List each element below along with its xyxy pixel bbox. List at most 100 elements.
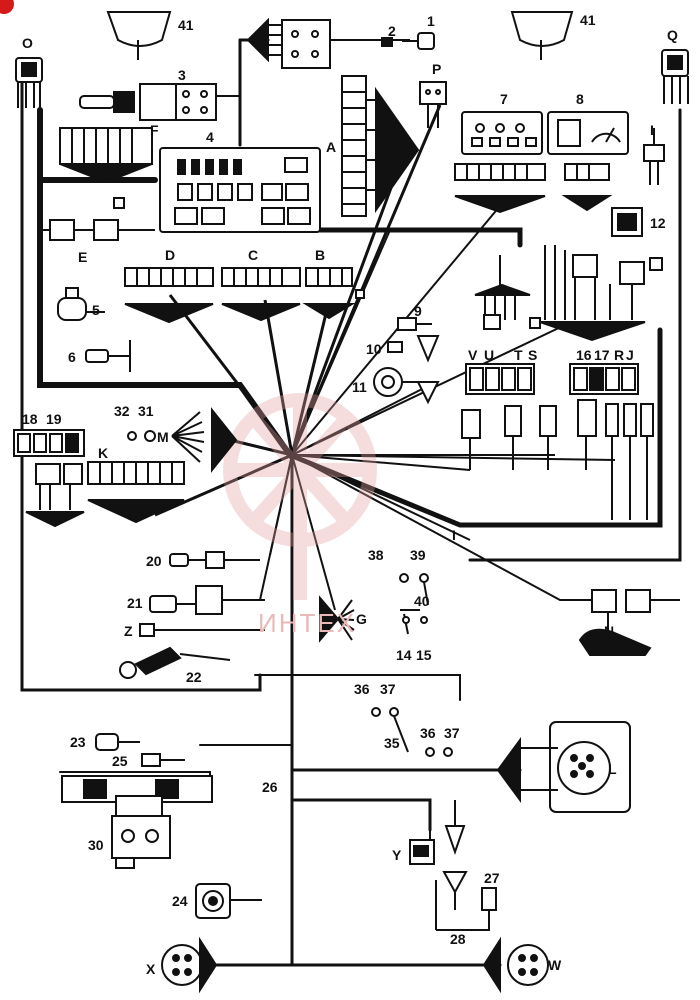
label-G: G: [356, 611, 367, 627]
ground-32-31: [127, 430, 156, 442]
label-37-lower: 37: [444, 725, 460, 741]
label-4: 4: [206, 129, 214, 145]
connector-M: [171, 407, 238, 473]
connector-B: [302, 267, 365, 320]
connector-G: [319, 595, 355, 643]
component-27-28: [435, 871, 497, 931]
connector-7-pins: [454, 163, 546, 214]
label-36-lower: 36: [420, 725, 436, 741]
component-23: [95, 733, 140, 751]
label-25: 25: [112, 753, 128, 769]
hub-wires: [154, 104, 616, 611]
label-2: 2: [388, 23, 396, 39]
connector-X: [161, 936, 218, 994]
connector-E: [40, 197, 155, 241]
switch-block-18-19: [13, 429, 85, 528]
upper-thick-bus: [317, 227, 523, 248]
label-10: 10: [366, 341, 382, 357]
label-40: 40: [414, 593, 430, 609]
connector-L: [496, 721, 631, 813]
gauge-8: [547, 111, 629, 155]
component-22: [119, 646, 231, 679]
label-1: 1: [427, 13, 435, 29]
connector-C: [221, 267, 301, 322]
label-11: 11: [352, 379, 367, 395]
label-S: S: [528, 347, 537, 363]
plug-2: [381, 37, 393, 47]
label-I-top: I: [650, 122, 654, 138]
label-26: 26: [262, 779, 278, 795]
label-36-upper: 36: [354, 681, 370, 697]
label-L: L: [608, 761, 617, 777]
label-T: T: [514, 347, 523, 363]
label-20: 20: [146, 553, 162, 569]
label-Y: Y: [392, 847, 402, 863]
component-I-top: [643, 128, 665, 185]
label-22: 22: [186, 669, 202, 685]
corner-badge: [0, 0, 14, 14]
watermark-text: ИНТЕХ: [258, 608, 357, 638]
switch-block-RJ: [569, 363, 639, 395]
pump-30: [61, 775, 213, 869]
label-7: 7: [500, 91, 508, 107]
component-21: [149, 585, 265, 615]
connector-N: [578, 589, 680, 656]
label-X: X: [146, 961, 156, 977]
dome-lamp-right: [510, 11, 574, 60]
label-16: 16: [576, 347, 592, 363]
ground-36-37-lower: [425, 747, 453, 757]
label-23: 23: [70, 734, 86, 750]
label-A: A: [326, 139, 336, 155]
label-19: 19: [46, 411, 62, 427]
connector-K: [87, 461, 185, 524]
label-M: M: [157, 429, 169, 445]
connector-W: [482, 936, 549, 994]
connector-Y: [409, 800, 466, 865]
label-27: 27: [484, 870, 500, 886]
label-U: U: [484, 347, 494, 363]
label-15: 15: [416, 647, 432, 663]
label-9: 9: [414, 303, 422, 319]
label-41-right: 41: [580, 12, 596, 28]
label-30: 30: [88, 837, 104, 853]
component-20: [169, 551, 260, 569]
label-28: 28: [450, 931, 466, 947]
label-C: C: [248, 247, 258, 263]
label-8: 8: [576, 91, 584, 107]
switch-12: [611, 207, 643, 237]
watermark-emblem: [223, 393, 377, 600]
label-38: 38: [368, 547, 384, 563]
label-17: 17: [594, 347, 610, 363]
label-5: 5: [92, 302, 100, 318]
label-6: 6: [68, 349, 76, 365]
label-V: V: [468, 347, 478, 363]
right-trunk: [468, 108, 682, 562]
connector-center-small: [474, 255, 541, 330]
connector-A: [341, 75, 420, 217]
label-14: 14: [396, 647, 412, 663]
component-10: [387, 335, 440, 363]
label-D: D: [165, 247, 175, 263]
component-24: [195, 883, 262, 919]
relay-board-4: [159, 147, 321, 233]
horn-11: [373, 367, 440, 405]
ground-36-37-upper: [371, 707, 409, 753]
label-I-mid: I: [452, 527, 456, 543]
component-Z: [139, 623, 265, 637]
label-39: 39: [410, 547, 426, 563]
gauge-7: [461, 111, 543, 155]
label-R: R: [614, 347, 624, 363]
switch-P: [419, 81, 447, 128]
label-B: B: [315, 247, 325, 263]
label-Q: Q: [667, 27, 678, 43]
label-F: F: [150, 122, 159, 138]
label-O-top: O: [22, 35, 33, 51]
component-9: [397, 317, 432, 331]
label-P: P: [432, 61, 441, 77]
label-J: J: [626, 347, 634, 363]
dome-lamp-left: [106, 11, 172, 60]
sensor-6: [85, 340, 131, 372]
label-3: 3: [178, 67, 186, 83]
label-N: N: [604, 623, 614, 639]
